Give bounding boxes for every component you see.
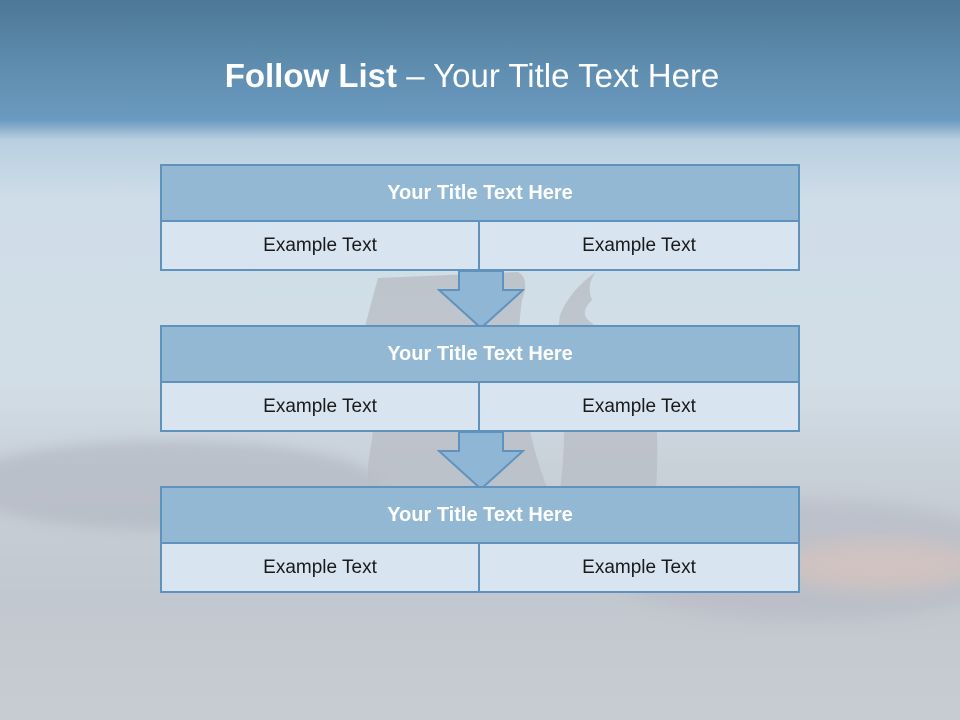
block-row: Example Text Example Text xyxy=(160,544,800,593)
block-title: Your Title Text Here xyxy=(160,325,800,383)
sunset-glow xyxy=(780,540,960,590)
list-block-1: Your Title Text Here Example Text Exampl… xyxy=(160,164,800,271)
block-row: Example Text Example Text xyxy=(160,222,800,271)
block-row: Example Text Example Text xyxy=(160,383,800,432)
title-subtitle: – Your Title Text Here xyxy=(397,57,720,94)
down-arrow-icon xyxy=(437,431,525,491)
block-title: Your Title Text Here xyxy=(160,164,800,222)
block-cell-left: Example Text xyxy=(160,544,480,593)
block-cell-left: Example Text xyxy=(160,222,480,271)
block-cell-right: Example Text xyxy=(480,544,800,593)
block-cell-right: Example Text xyxy=(480,383,800,432)
slide-title: Follow List – Your Title Text Here xyxy=(0,56,944,96)
down-arrow-icon xyxy=(437,270,525,330)
block-title: Your Title Text Here xyxy=(160,486,800,544)
list-block-2: Your Title Text Here Example Text Exampl… xyxy=(160,325,800,432)
block-cell-right: Example Text xyxy=(480,222,800,271)
block-cell-left: Example Text xyxy=(160,383,480,432)
list-block-3: Your Title Text Here Example Text Exampl… xyxy=(160,486,800,593)
title-bold: Follow List xyxy=(224,57,398,94)
